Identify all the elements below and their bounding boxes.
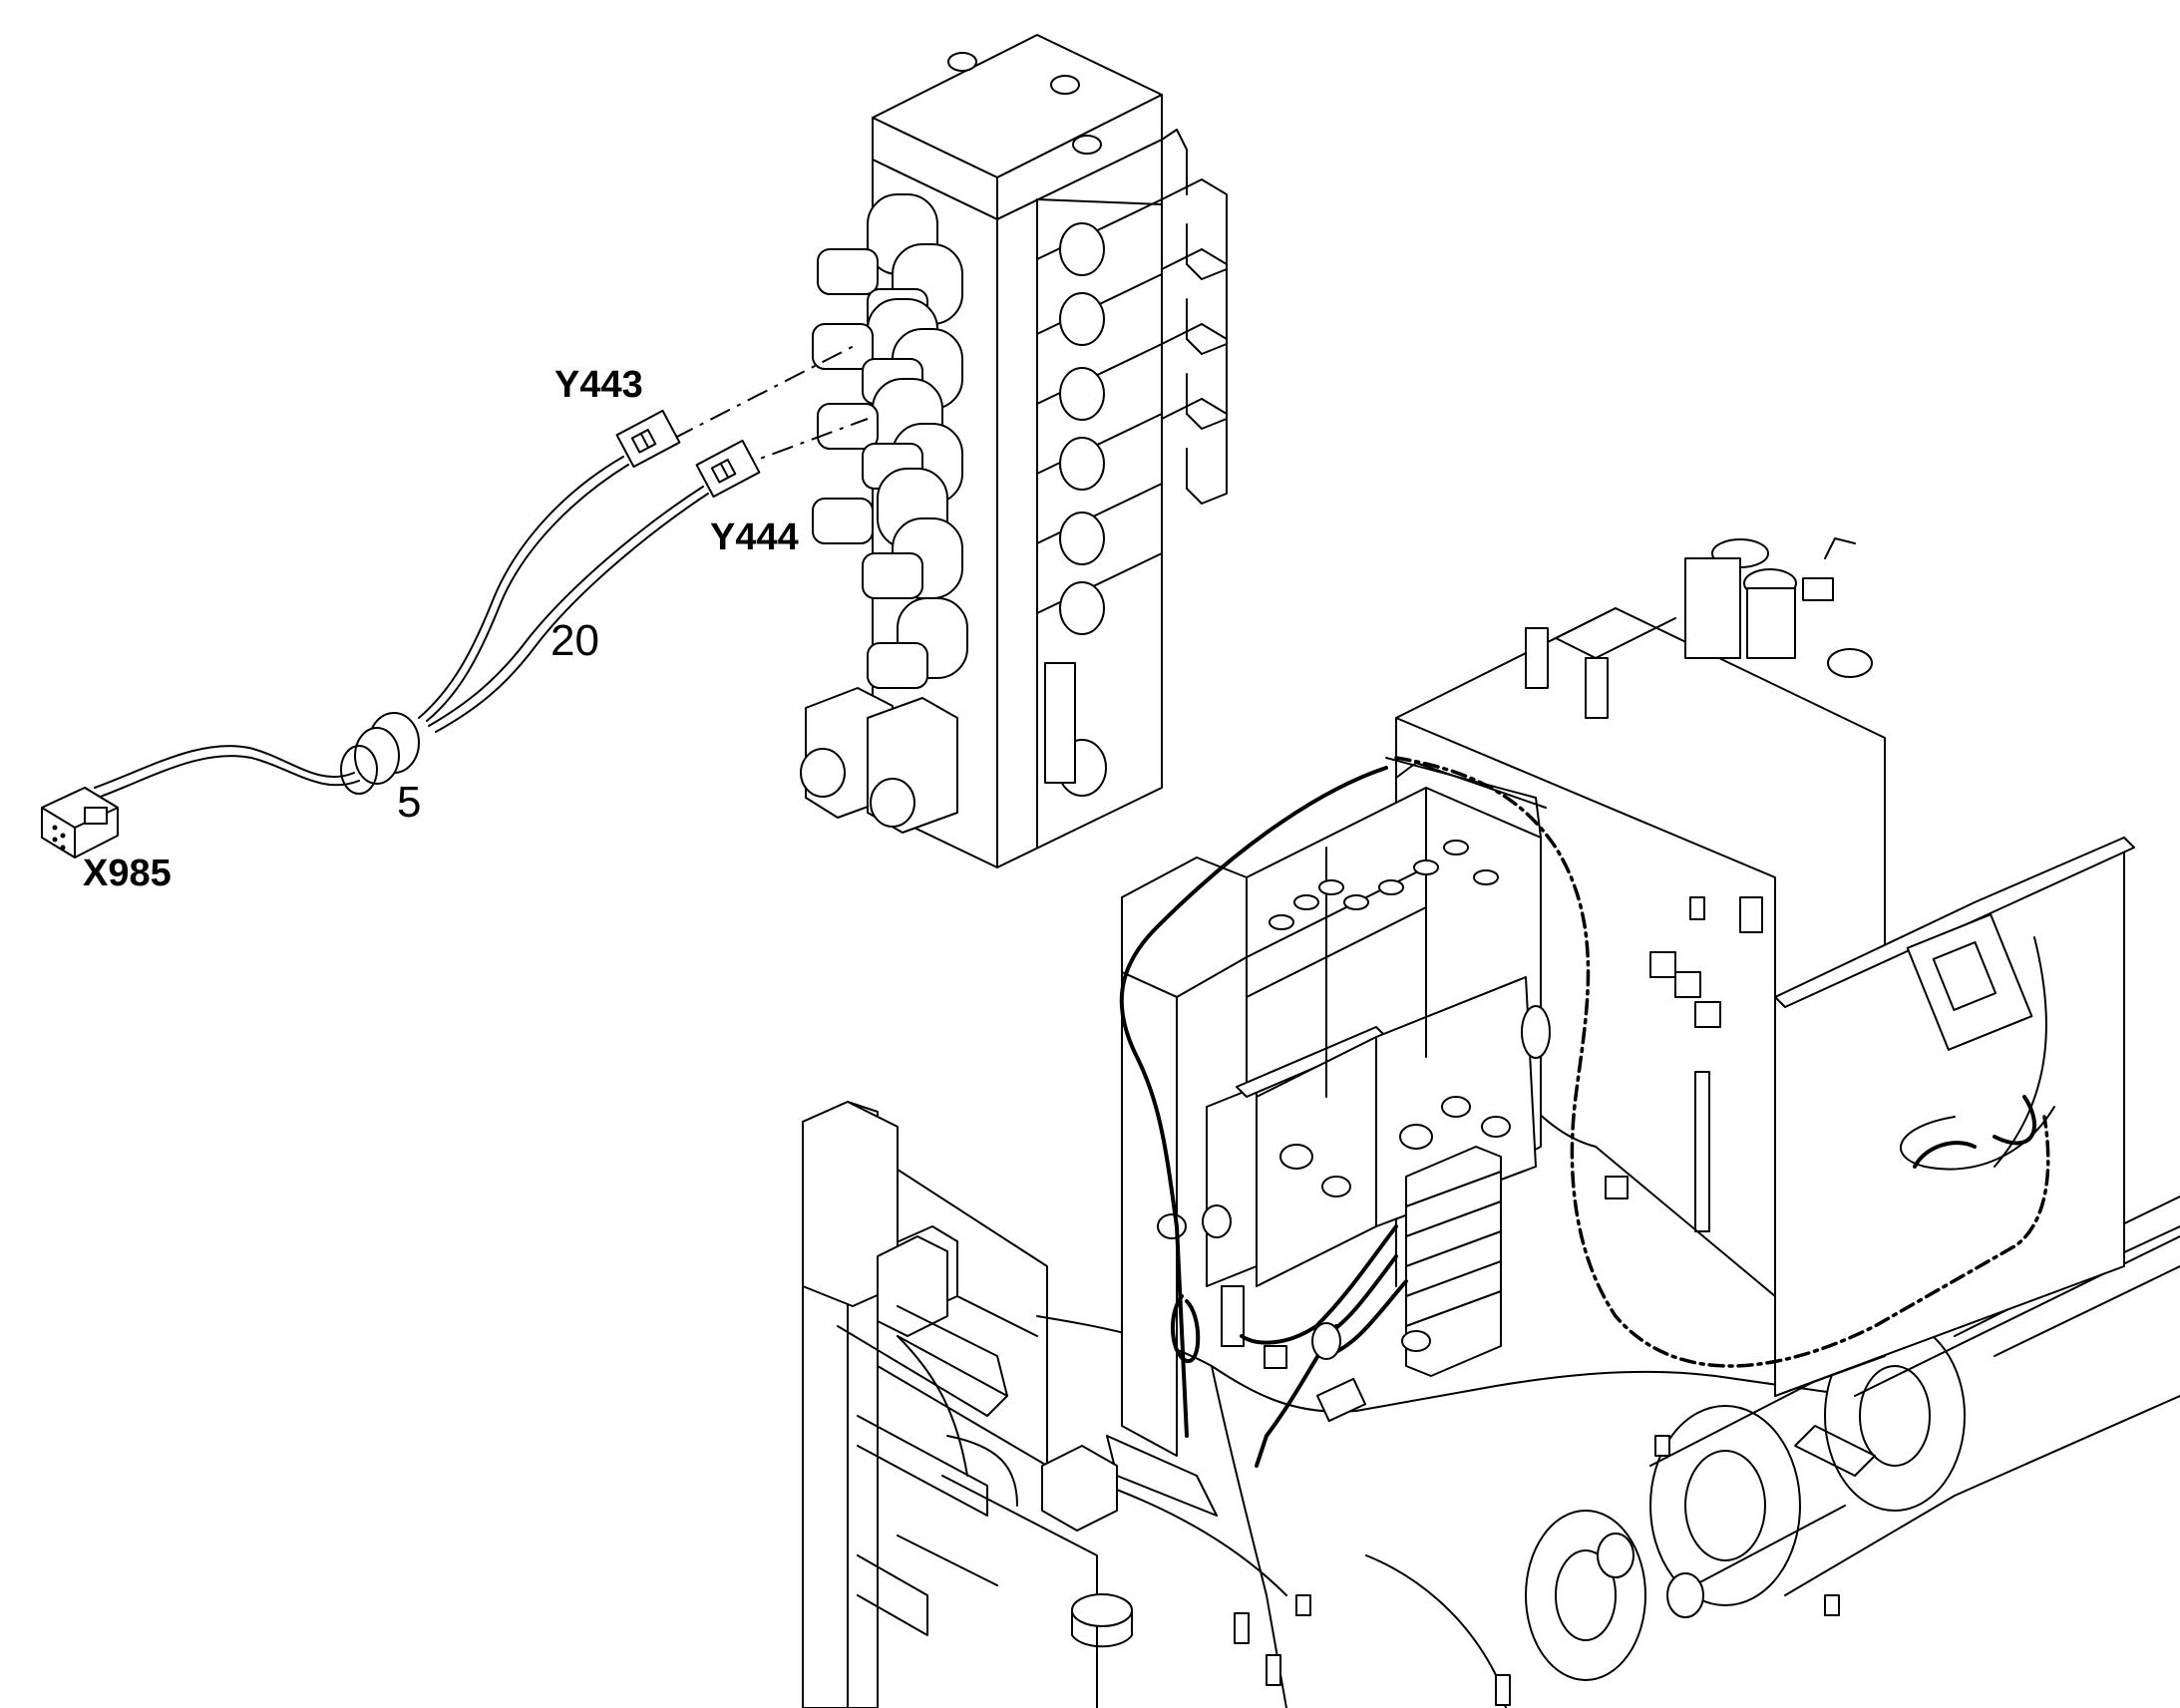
label-item-5: 5 (397, 778, 422, 827)
base-frame (802, 1101, 2180, 1708)
label-item-20: 20 (550, 616, 599, 665)
connector-y443 (615, 409, 681, 469)
left-frame (802, 1101, 1018, 1636)
label-y444: Y444 (710, 516, 799, 558)
valve-block (800, 34, 1228, 868)
label-y443: Y443 (554, 364, 643, 406)
connector-x985 (41, 787, 119, 858)
leader-y443 (672, 343, 859, 440)
main-harness (1119, 756, 2050, 1468)
label-x985: X985 (83, 853, 172, 894)
control-module (1121, 757, 1551, 1457)
right-panel (1395, 537, 2135, 1397)
connector-y444 (695, 439, 761, 499)
harness-item-20 (41, 409, 761, 858)
grommet-item-5 (340, 712, 420, 795)
